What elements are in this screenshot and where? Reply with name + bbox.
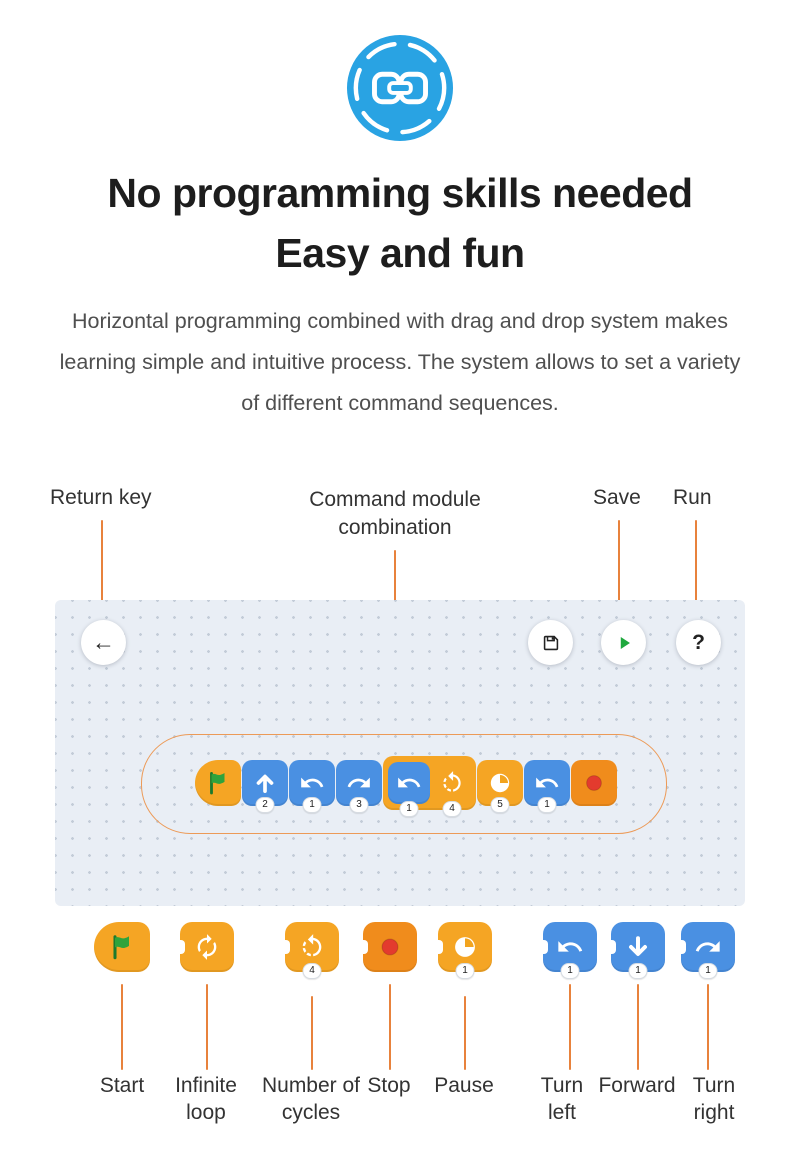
- turn-left-icon: [534, 770, 560, 796]
- palette-block-turn-left[interactable]: 1: [543, 922, 597, 979]
- count-badge: 1: [455, 963, 475, 979]
- command-sequence: 2 1 3 1 4 5: [195, 756, 618, 817]
- block-turn-right[interactable]: 3: [336, 760, 382, 813]
- count-badge: 1: [302, 797, 322, 813]
- callout-line-cycles: [311, 996, 313, 1070]
- turn-right-icon: [346, 770, 372, 796]
- palette-block-pause[interactable]: 1: [438, 922, 492, 979]
- callout-line-turn-right: [707, 984, 709, 1070]
- count-badge: 4: [442, 801, 462, 817]
- command-sequence-outline: [141, 734, 667, 834]
- callout-return-key: Return key: [50, 486, 152, 509]
- headline-line2: Easy and fun: [275, 230, 525, 276]
- callout-line-stop: [389, 984, 391, 1070]
- flag-icon: [108, 933, 136, 961]
- callout-line-pause: [464, 996, 466, 1070]
- save-floppy-icon: [540, 632, 562, 654]
- headline-line1: No programming skills needed: [107, 170, 693, 216]
- block-number-of-cycles[interactable]: 4: [431, 762, 473, 817]
- count-badge: 3: [349, 797, 369, 813]
- block-forward[interactable]: 2: [242, 760, 288, 813]
- label-turn-left: Turn left: [540, 1074, 584, 1125]
- help-button[interactable]: ?: [676, 620, 721, 665]
- clock-icon: [451, 933, 479, 961]
- turn-left-icon: [556, 933, 584, 961]
- label-number-of-cycles: Number of cycles: [261, 1074, 361, 1125]
- arrow-down-icon: [624, 933, 652, 961]
- callout-line-start: [121, 984, 123, 1070]
- palette-block-turn-right[interactable]: 1: [681, 922, 735, 979]
- app-logo: [346, 34, 454, 142]
- palette-block-number-of-cycles[interactable]: 4: [285, 922, 339, 979]
- run-button[interactable]: [601, 620, 646, 665]
- callout-run: Run: [673, 486, 712, 509]
- rotate-ccw-icon: [439, 770, 465, 796]
- count-badge: 1: [628, 963, 648, 979]
- label-start: Start: [99, 1074, 145, 1097]
- turn-left-icon: [396, 770, 422, 796]
- block-pause[interactable]: 5: [477, 760, 523, 813]
- label-infinite-loop: Infinite loop: [175, 1074, 237, 1125]
- callout-line-turn-left: [569, 984, 571, 1070]
- turn-right-icon: [694, 933, 722, 961]
- back-button[interactable]: ←: [81, 620, 126, 665]
- rotate-ccw-icon: [298, 933, 326, 961]
- callout-line-run: [695, 520, 697, 606]
- callout-line-forward: [637, 984, 639, 1070]
- robot-logo-icon: [346, 34, 454, 142]
- label-turn-right: Turn right: [692, 1074, 736, 1125]
- block-turn-left[interactable]: 1: [289, 760, 335, 813]
- count-badge: 1: [399, 801, 419, 817]
- flag-icon: [205, 770, 231, 796]
- question-mark-icon: ?: [692, 630, 705, 654]
- stop-dot-icon: [581, 770, 607, 796]
- programming-canvas[interactable]: ← ? 2 1 3: [55, 600, 745, 906]
- count-badge: 1: [698, 963, 718, 979]
- count-badge: 1: [537, 797, 557, 813]
- stop-dot-icon: [376, 933, 404, 961]
- block-turn-left[interactable]: 1: [524, 760, 570, 813]
- save-button[interactable]: [528, 620, 573, 665]
- count-badge: 2: [255, 797, 275, 813]
- callout-line-return: [101, 520, 103, 618]
- label-forward: Forward: [598, 1074, 676, 1097]
- arrow-up-icon: [252, 770, 278, 796]
- clock-icon: [487, 770, 513, 796]
- palette-block-start[interactable]: [94, 922, 150, 972]
- block-stop[interactable]: [571, 760, 617, 806]
- count-badge: 4: [302, 963, 322, 979]
- callout-line-save: [618, 520, 620, 606]
- block-loop-group[interactable]: 1 4: [383, 756, 476, 817]
- palette-block-forward[interactable]: 1: [611, 922, 665, 979]
- infinite-loop-icon: [193, 933, 221, 961]
- back-arrow-icon: ←: [92, 629, 115, 655]
- palette-block-stop[interactable]: [363, 922, 417, 972]
- callout-save: Save: [593, 486, 641, 509]
- play-icon: [613, 632, 635, 654]
- count-badge: 1: [560, 963, 580, 979]
- block-start[interactable]: [195, 760, 241, 806]
- callout-command-module: Command module combination: [309, 488, 481, 540]
- count-badge: 5: [490, 797, 510, 813]
- turn-left-icon: [299, 770, 325, 796]
- callout-line-infinite-loop: [206, 984, 208, 1070]
- label-stop: Stop: [367, 1074, 411, 1097]
- intro-paragraph: Horizontal programming combined with dra…: [59, 309, 741, 415]
- label-pause: Pause: [434, 1074, 494, 1097]
- block-turn-left[interactable]: 1: [388, 762, 430, 817]
- palette-block-infinite-loop[interactable]: [180, 922, 234, 972]
